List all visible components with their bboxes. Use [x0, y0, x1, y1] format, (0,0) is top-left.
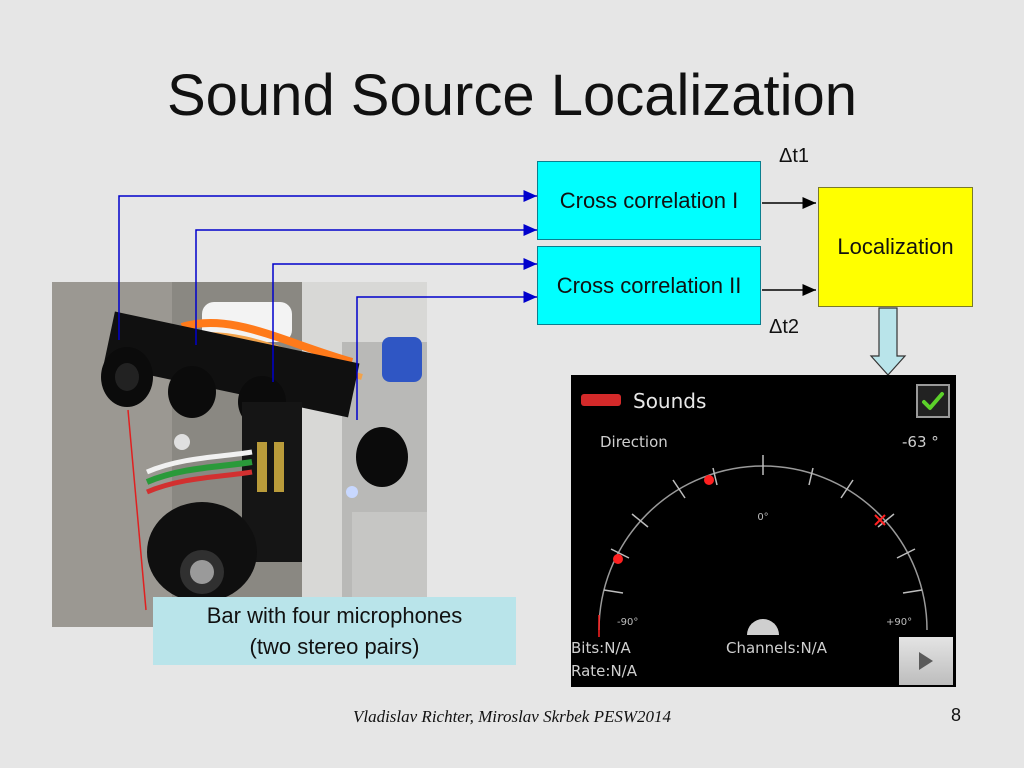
caption-line-2: (two stereo pairs)	[249, 634, 420, 659]
dial-zero-label: 0°	[757, 512, 768, 523]
play-icon	[919, 652, 933, 670]
cross-correlation-1-box: Cross correlation I	[537, 161, 761, 240]
check-icon	[922, 392, 944, 410]
bits-readout: Bits:N/A	[571, 639, 631, 657]
enable-checkbox[interactable]	[916, 384, 950, 418]
sound-source-marker	[874, 514, 886, 526]
cross-correlation-2-box: Cross correlation II	[537, 246, 761, 325]
dial-ticks	[603, 455, 923, 594]
delay-arrows	[762, 197, 816, 296]
dial-max-label: +90°	[886, 617, 912, 628]
sound-source-marker	[704, 475, 714, 485]
sounds-app-screenshot: Sounds Direction -63 ° 0° -90°	[571, 375, 956, 687]
rate-readout: Rate:N/A	[571, 662, 637, 680]
caption-pointer-line	[127, 409, 147, 611]
delta-t2-label: Δt2	[769, 316, 800, 338]
microphone-signal-lines	[118, 190, 537, 420]
caption-line-1: Bar with four microphones	[206, 603, 463, 628]
direction-dial: 0° -90° +90°	[598, 455, 928, 637]
dial-min-label: -90°	[617, 617, 638, 628]
localization-box: Localization	[818, 187, 973, 307]
down-arrow-icon	[869, 307, 907, 376]
robot-microphone-photo	[52, 282, 427, 627]
sound-source-marker	[613, 554, 623, 564]
dial-center	[747, 619, 779, 635]
play-button[interactable]	[899, 637, 953, 685]
app-title: Sounds	[633, 389, 707, 413]
slide-footer: Vladislav Richter, Miroslav Skrbek PESW2…	[352, 707, 672, 726]
slide-title: Sound Source Localization	[166, 63, 858, 128]
app-icon	[581, 394, 621, 406]
channels-readout: Channels:N/A	[726, 639, 827, 657]
page-number: 8	[951, 705, 962, 725]
delta-t1-label: Δt1	[779, 145, 810, 167]
photo-caption: Bar with four microphones (two stereo pa…	[153, 597, 516, 665]
direction-value: -63 °	[902, 433, 939, 451]
direction-label: Direction	[600, 433, 668, 451]
